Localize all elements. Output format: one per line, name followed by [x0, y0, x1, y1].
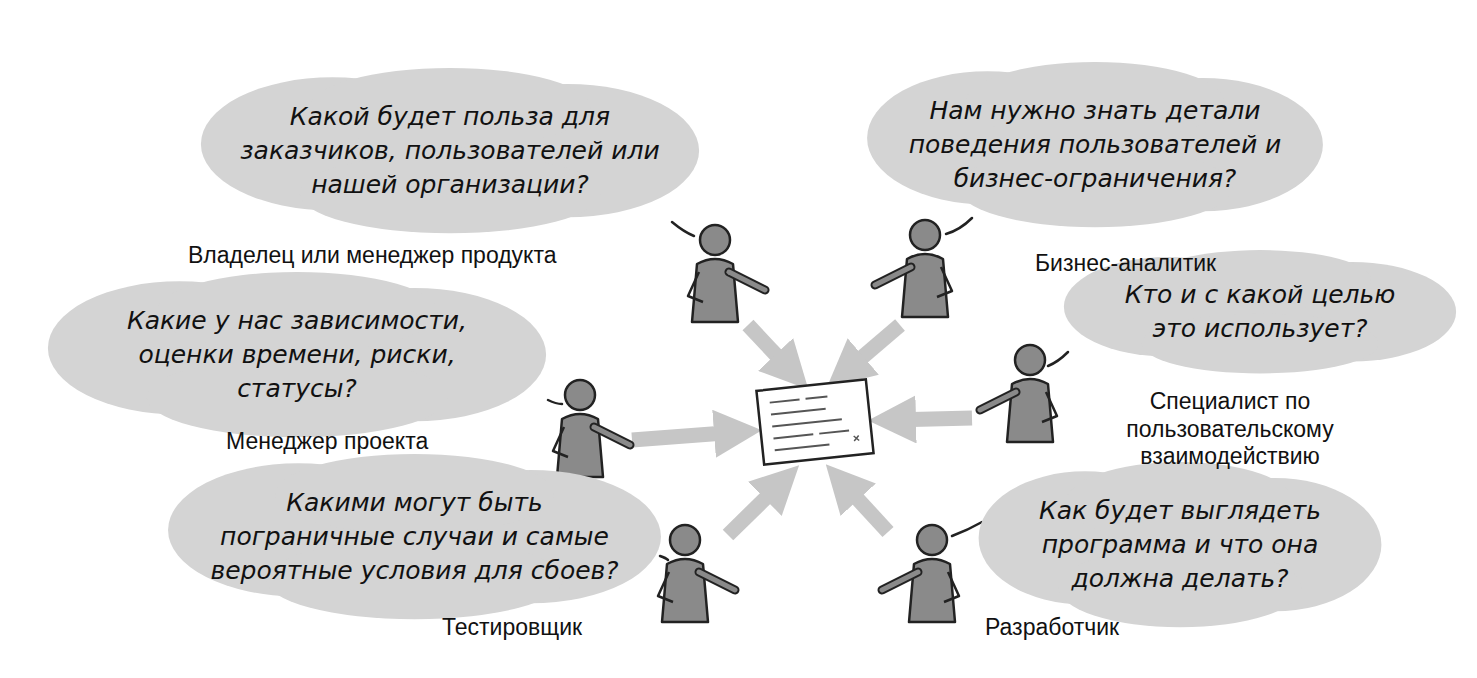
speech-cloud: Какие у нас зависимости, оценки времени,… — [62, 288, 532, 421]
speech-cloud: Кто и с какой целью это использует? — [1075, 262, 1445, 362]
speech-cloud: Какой будет польза для заказчиков, польз… — [215, 84, 685, 217]
question-text: Нам нужно знать детали поведения пользов… — [904, 94, 1286, 195]
person-figure — [875, 220, 952, 317]
person-figure — [658, 525, 735, 622]
question-text: Как будет выглядеть программа и что она … — [1014, 494, 1346, 595]
question-text: Какими могут быть пограничные случаи и с… — [206, 486, 623, 587]
cloud-shape — [1075, 262, 1445, 362]
person-figure — [553, 380, 630, 477]
role-label: Разработчик — [985, 614, 1185, 642]
role-label: Владелец или менеджер продукта — [188, 242, 658, 270]
document-card — [756, 379, 873, 464]
person-figure — [688, 225, 765, 322]
person-figure — [882, 525, 959, 622]
arrows — [632, 325, 972, 535]
speech-cloud: Нам нужно знать детали поведения пользов… — [880, 78, 1310, 211]
person-figure — [980, 345, 1057, 442]
role-label: Специалист по пользовательскому взаимоде… — [1080, 388, 1380, 471]
role-label: Бизнес-аналитик — [1035, 250, 1265, 278]
role-label: Тестировщик — [442, 614, 642, 642]
question-text: Кто и с какой целью это использует? — [1099, 278, 1421, 346]
role-label: Менеджер проекта — [226, 428, 486, 456]
question-text: Какой будет польза для заказчиков, польз… — [239, 100, 661, 201]
speech-cloud: Как будет выглядеть программа и что она … — [990, 478, 1370, 611]
question-text: Какие у нас зависимости, оценки времени,… — [86, 304, 508, 405]
speech-cloud: Какими могут быть пограничные случаи и с… — [182, 470, 647, 603]
